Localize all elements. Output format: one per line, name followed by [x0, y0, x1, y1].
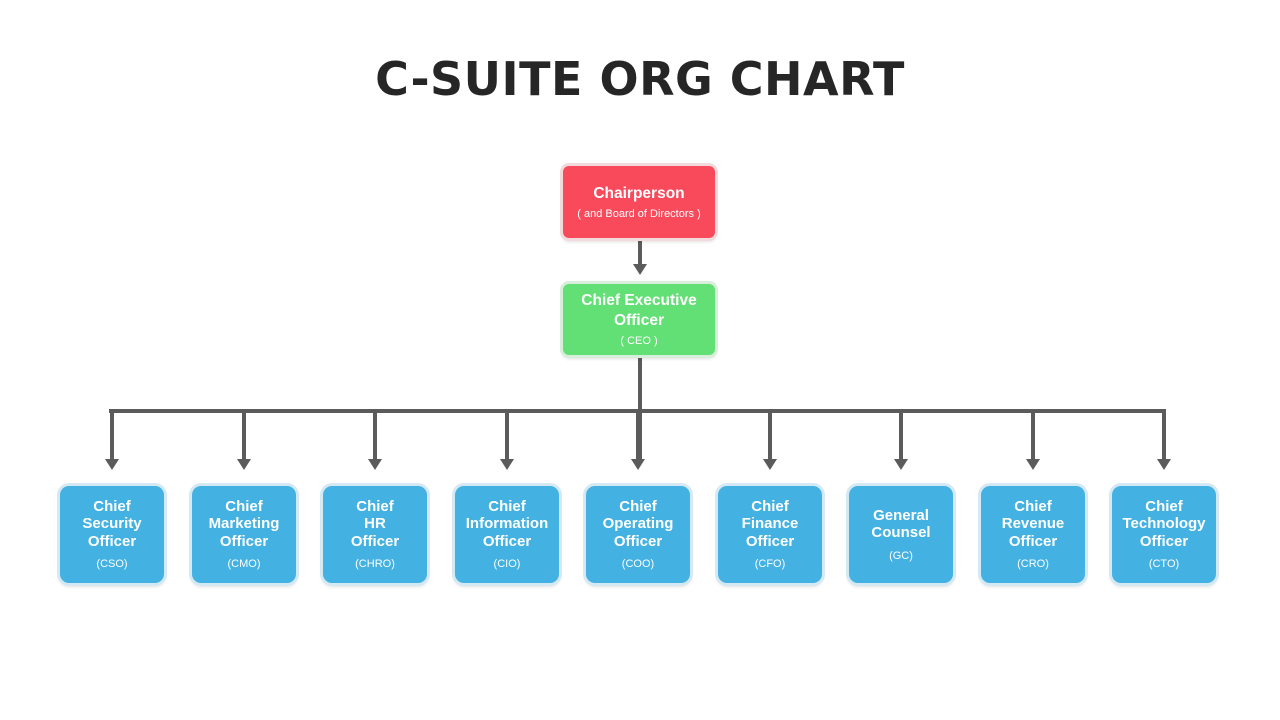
officer-title: Chief Security Officer — [82, 497, 142, 550]
officer-box-cto: Chief Technology Officer (CTO) — [1112, 486, 1216, 583]
officer-box-gc: General Counsel (GC) — [849, 486, 953, 583]
officer-abbr: (GC) — [889, 549, 913, 562]
chairperson-title: Chairperson — [593, 184, 685, 202]
officer-title: Chief Information Officer — [465, 497, 549, 550]
officer-abbr: (CSO) — [96, 558, 128, 571]
ceo-title: Chief Executive Officer — [581, 292, 697, 329]
arrowhead — [1026, 459, 1040, 470]
officer-box-cio: Chief Information Officer (CIO) — [455, 486, 559, 583]
officer-box-cso: Chief Security Officer (CSO) — [60, 486, 164, 583]
officer-box-cfo: Chief Finance Officer (CFO) — [718, 486, 822, 583]
officer-abbr: (COO) — [621, 558, 655, 571]
arrowhead — [763, 459, 777, 470]
officer-title: General Counsel — [871, 506, 931, 542]
officer-box-cro: Chief Revenue Officer (CRO) — [981, 486, 1085, 583]
page-title: C-SUITE ORG CHART — [375, 52, 905, 106]
officer-title: Chief Finance Officer — [741, 497, 799, 550]
arrowhead — [500, 459, 514, 470]
officer-box-coo: Chief Operating Officer (COO) — [586, 486, 690, 583]
officer-abbr: (CIO) — [493, 558, 521, 571]
officer-abbr: (CRO) — [1017, 558, 1049, 571]
arrowhead — [368, 459, 382, 470]
chairperson-subtitle: ( and Board of Directors ) — [577, 207, 701, 220]
chair-to-ceo-arrowhead — [633, 264, 647, 275]
officer-title: Chief Revenue Officer — [1001, 497, 1065, 550]
arrowhead — [1157, 459, 1171, 470]
arrowhead — [105, 459, 119, 470]
arrowhead — [894, 459, 908, 470]
officer-title: Chief Operating Officer — [602, 497, 674, 550]
officer-title: Chief Marketing Officer — [208, 497, 280, 550]
chairperson-box: Chairperson ( and Board of Directors ) — [563, 166, 715, 238]
officer-box-chro: Chief HR Officer (CHRO) — [323, 486, 427, 583]
officer-title: Chief HR Officer — [350, 497, 400, 550]
officer-abbr: (CHRO) — [355, 558, 395, 571]
arrowhead — [237, 459, 251, 470]
officer-box-cmo: Chief Marketing Officer (CMO) — [192, 486, 296, 583]
officer-abbr: (CMO) — [227, 558, 261, 571]
ceo-box: Chief Executive Officer ( CEO ) — [563, 284, 715, 355]
officer-abbr: (CTO) — [1148, 558, 1180, 571]
officer-title: Chief Technology Officer — [1122, 497, 1206, 550]
arrowhead — [631, 459, 645, 470]
officer-abbr: (CFO) — [754, 558, 786, 571]
ceo-subtitle: ( CEO ) — [620, 335, 658, 347]
